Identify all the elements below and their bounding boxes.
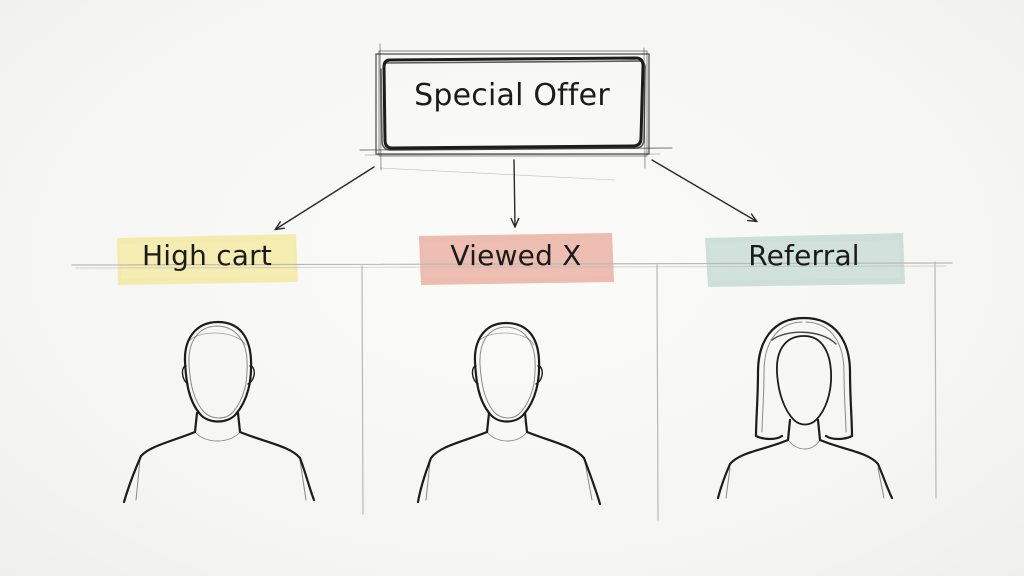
person-figure-1 bbox=[122, 320, 316, 504]
divider-1 bbox=[361, 265, 364, 515]
divider-3 bbox=[934, 261, 937, 499]
segment-label-viewed-x: Viewed X bbox=[450, 239, 582, 272]
special-offer-box bbox=[359, 43, 673, 181]
segment-highlights bbox=[117, 233, 905, 287]
arrow-to-high-cart bbox=[276, 166, 375, 229]
segment-label-referral: Referral bbox=[748, 239, 860, 272]
person-figure-2 bbox=[416, 321, 602, 506]
connector-arrows bbox=[276, 159, 756, 229]
divider-2 bbox=[656, 264, 659, 521]
arrow-to-referral bbox=[651, 159, 756, 221]
person-figure-3 bbox=[716, 316, 894, 500]
special-offer-label: Special Offer bbox=[414, 78, 610, 113]
arrow-to-viewed-x bbox=[514, 159, 515, 226]
segment-label-high-cart: High cart bbox=[141, 239, 273, 272]
column-grid bbox=[71, 261, 953, 521]
